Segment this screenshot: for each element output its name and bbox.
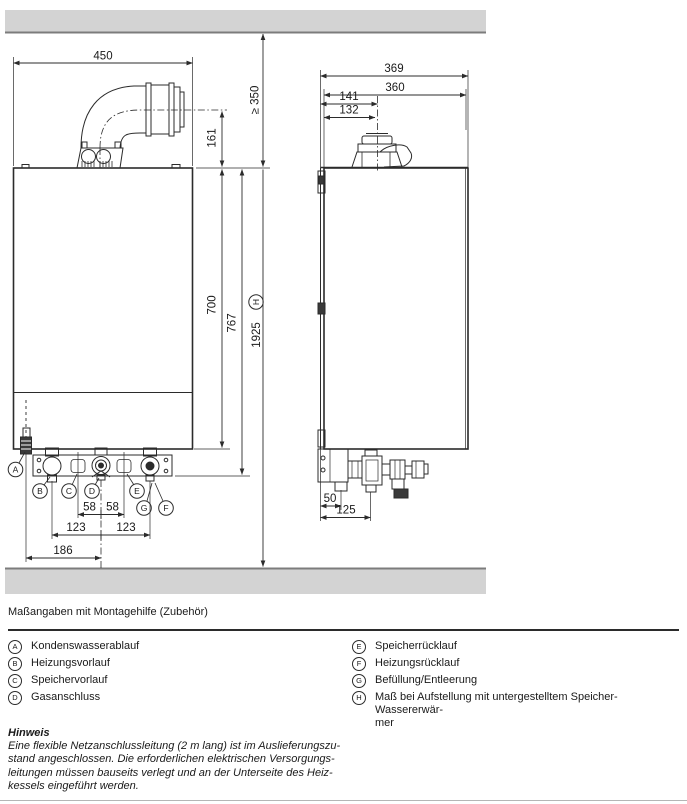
marker-b: B: [37, 486, 43, 496]
flue-elbow: [76, 82, 227, 169]
legend-item-b: B Heizungsvorlauf: [8, 657, 338, 671]
marker-c-badge: C: [8, 674, 22, 688]
legend-label: Heizungsvorlauf: [31, 657, 110, 669]
note-line: Eine flexible Netzanschlussleitung (2 m …: [8, 740, 341, 753]
legend-item-d: D Gasanschluss: [8, 691, 338, 705]
ceiling-bar: [5, 10, 486, 34]
legend-item-g: G Befüllung/Entleerung: [352, 674, 682, 688]
caption-divider: [8, 629, 679, 631]
marker-c: C: [66, 486, 72, 496]
marker-e: E: [134, 486, 140, 496]
dim-overall-height-label: 767: [227, 313, 239, 332]
flue-cap: [351, 133, 413, 168]
boiler-front-view: [12, 82, 227, 483]
marker-e-badge: E: [352, 640, 366, 654]
marker-b-badge: B: [8, 657, 22, 671]
connection-rail: [32, 447, 173, 483]
legend-column-left: A Kondenswasserablauf B Heizungsvorlauf …: [8, 640, 338, 708]
dim-width-label: 450: [93, 51, 112, 63]
page-bottom-divider: [0, 800, 687, 801]
legend-item-h: H Maß bei Aufstellung mit untergestellte…: [352, 691, 682, 730]
legend-item-f: F Heizungsrücklauf: [352, 657, 682, 671]
legend-label: Maß bei Aufstellung mit untergestelltem …: [375, 691, 618, 716]
dim-depth-overall-label: 369: [384, 63, 403, 75]
dim-clearance-label: ≥ 350: [250, 86, 262, 115]
dim-58-left-label: 58: [83, 502, 96, 514]
marker-d: D: [89, 486, 95, 496]
dim-186-label: 186: [53, 545, 72, 557]
legend-item-c: C Speichervorlauf: [8, 674, 338, 688]
dimension-drawing: 450 ≥ 350 161 700 767 1925 H 58 58 123 1…: [5, 10, 486, 594]
side-view-dimensions: [320, 70, 469, 521]
boiler-side-view: [317, 96, 469, 499]
legend-label: Gasanschluss: [31, 691, 101, 703]
dim-valve-depth-label: 125: [336, 505, 355, 517]
dim-conn-depth-label: 50: [324, 493, 337, 505]
legend-label: Speicherrücklauf: [375, 640, 457, 652]
marker-f-badge: F: [352, 657, 366, 671]
marker-g-badge: G: [352, 674, 366, 688]
note-line: kessels eingeführt werden.: [8, 779, 139, 792]
note-line: leitungen müssen bauseits verlegt und an…: [8, 766, 333, 779]
note-title: Hinweis: [8, 727, 50, 739]
legend-label: Kondenswasserablauf: [31, 640, 140, 652]
note-block: Hinweis Eine flexible Netzanschlussleitu…: [8, 727, 428, 793]
legend-label: Heizungsrücklauf: [375, 657, 460, 669]
side-valve-assembly: [317, 448, 429, 499]
dim-58-right-label: 58: [106, 502, 119, 514]
dim-body-height-label: 700: [207, 295, 219, 314]
dim-flue-height-label: 161: [207, 128, 219, 147]
legend-label: Befüllung/Entleerung: [375, 674, 478, 686]
marker-h-badge: H: [352, 691, 366, 705]
front-view-dimensions: [13, 33, 270, 568]
marker-f: F: [163, 503, 168, 513]
dim-123-right-label: 123: [116, 522, 135, 534]
legend-item-a: A Kondenswasserablauf: [8, 640, 338, 654]
marker-a-badge: A: [8, 640, 22, 654]
legend-label-line2: mer: [375, 717, 394, 729]
dim-flue-center-overall-label: 141: [339, 91, 358, 103]
svg-text:1925: 1925: [251, 322, 263, 348]
legend-label: Speichervorlauf: [31, 674, 108, 686]
dim-123-left-label: 123: [66, 522, 85, 534]
marker-g: G: [141, 503, 148, 513]
legend-item-e: E Speicherrücklauf: [352, 640, 682, 654]
drawing-caption: Maßangaben mit Montagehilfe (Zubehör): [8, 606, 208, 618]
floor-bar: [5, 567, 486, 594]
legend-column-right: E Speicherrücklauf F Heizungsrücklauf G …: [352, 640, 682, 733]
condensate-siphon: [20, 400, 32, 455]
dim-depth-body-label: 360: [385, 82, 404, 94]
dim-flue-center-body-label: 132: [339, 105, 358, 117]
connection-markers: [7, 451, 174, 516]
marker-d-badge: D: [8, 691, 22, 705]
note-line: stand angeschlossen. Die erforderlichen …: [8, 753, 335, 766]
dim-cylinder-height-label: 1925 H: [248, 294, 264, 348]
svg-text:H: H: [251, 299, 261, 305]
marker-a: A: [13, 465, 19, 475]
